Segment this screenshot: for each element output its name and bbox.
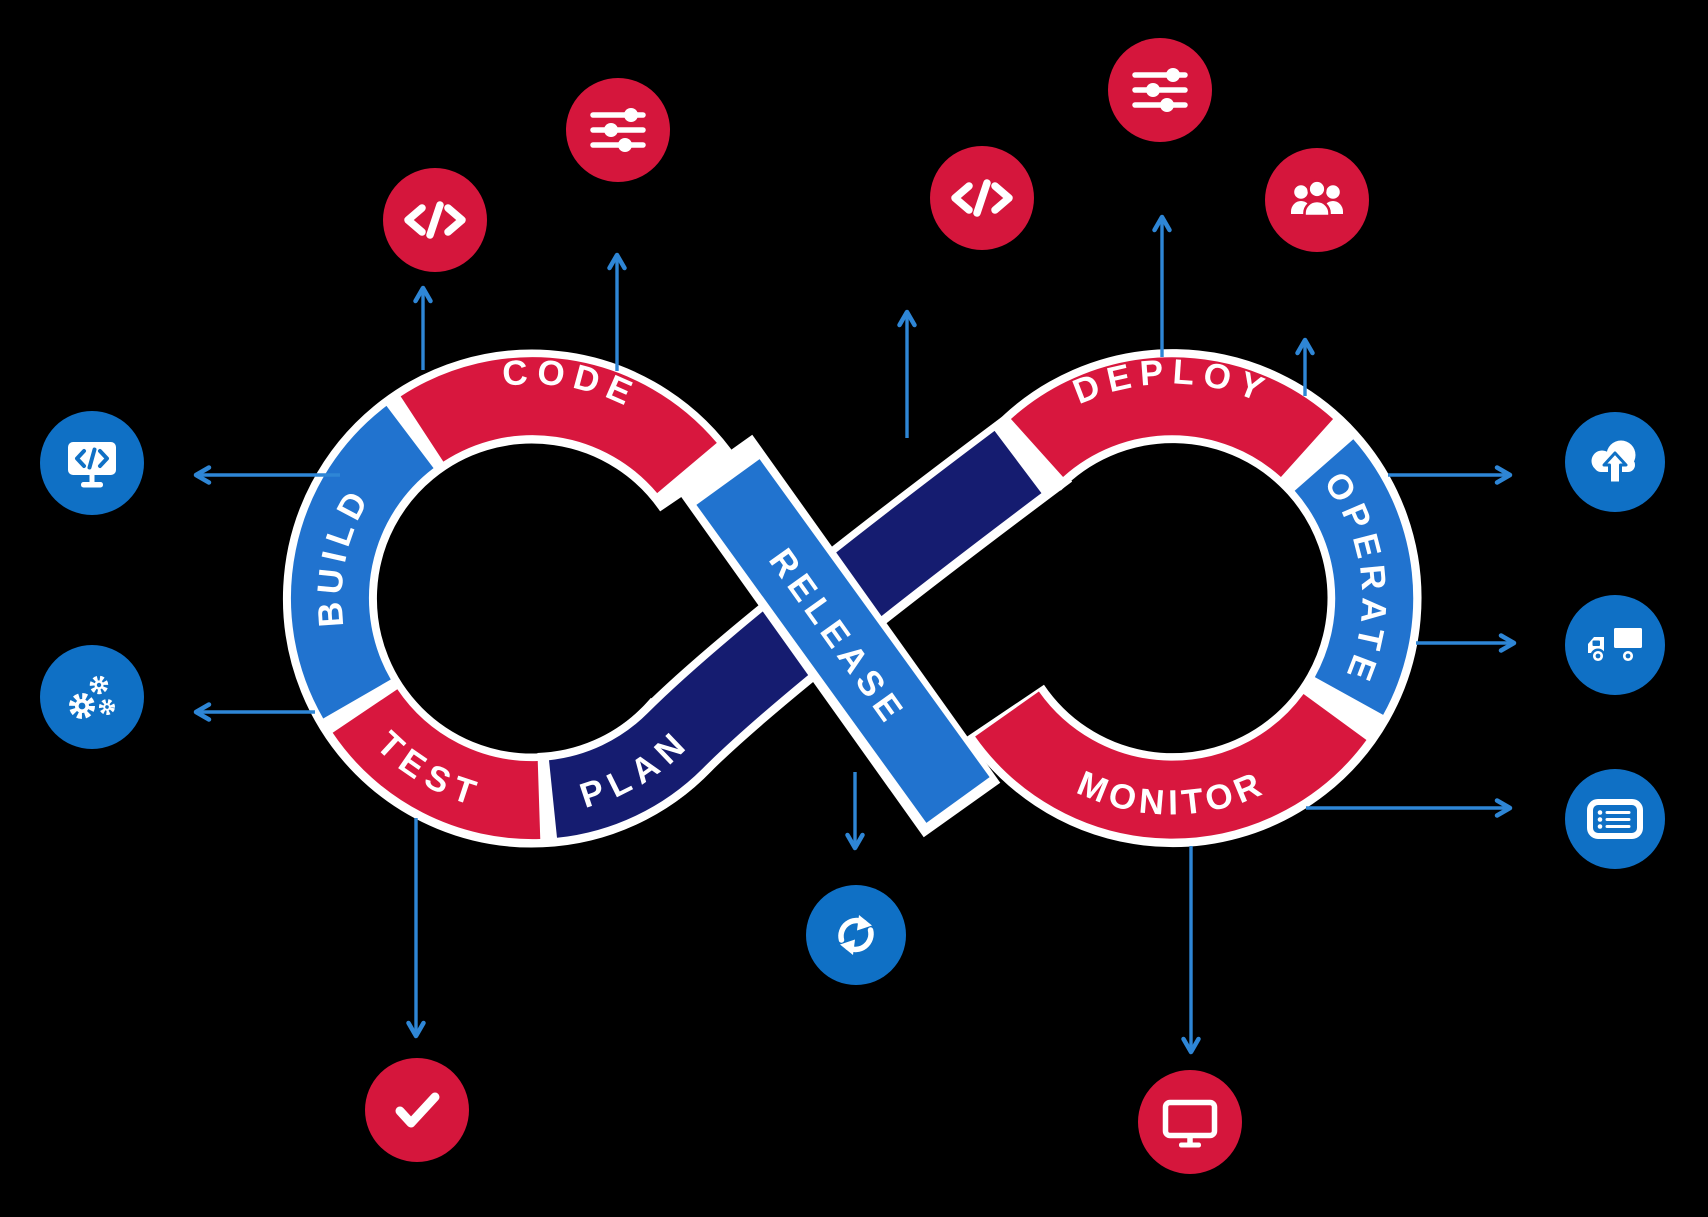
segment-operate: [1294, 439, 1414, 715]
code-icon: [930, 146, 1034, 250]
delivery-truck-icon-glyph: [1588, 628, 1642, 664]
list-card-icon: [1565, 769, 1665, 869]
dev-monitor-icon: [40, 411, 144, 515]
sync-icon-glyph: [838, 915, 874, 955]
checkmark-icon-glyph: [395, 1092, 440, 1128]
gears-icon-circle: [40, 645, 144, 749]
cloud-upload-icon-glyph: [1591, 440, 1636, 485]
code-icon: [383, 168, 487, 272]
list-card-icon-glyph: [1587, 799, 1643, 839]
monitor-icon-glyph: [1162, 1099, 1218, 1148]
gears-icon: [40, 645, 144, 749]
segment-code: [400, 357, 717, 494]
segment-deploy: [1010, 357, 1334, 478]
sliders-icon-glyph: [590, 108, 646, 152]
sync-icon-circle: [806, 885, 906, 985]
segment-plan: [548, 430, 1042, 838]
dev-monitor-icon-glyph: [68, 442, 116, 488]
sliders-icon: [566, 78, 670, 182]
delivery-truck-icon: [1565, 595, 1665, 695]
monitor-icon-circle: [1138, 1070, 1242, 1174]
segment-monitor: [975, 690, 1367, 839]
sync-icon: [806, 885, 906, 985]
team-icon-glyph: [1291, 179, 1343, 218]
gears-icon-glyph: [69, 675, 115, 719]
monitor-icon: [1138, 1070, 1242, 1174]
sliders-icon-glyph: [1132, 68, 1188, 112]
segment-build: [290, 405, 435, 719]
connector-arrows: [193, 214, 1517, 1055]
cloud-upload-icon: [1565, 412, 1665, 512]
code-icon-glyph: [404, 201, 466, 239]
checkmark-icon: [365, 1058, 469, 1162]
team-icon: [1265, 148, 1369, 252]
code-icon-glyph: [951, 179, 1013, 217]
sliders-icon: [1108, 38, 1212, 142]
segment-release: [696, 459, 990, 823]
segment-test: [332, 688, 541, 840]
